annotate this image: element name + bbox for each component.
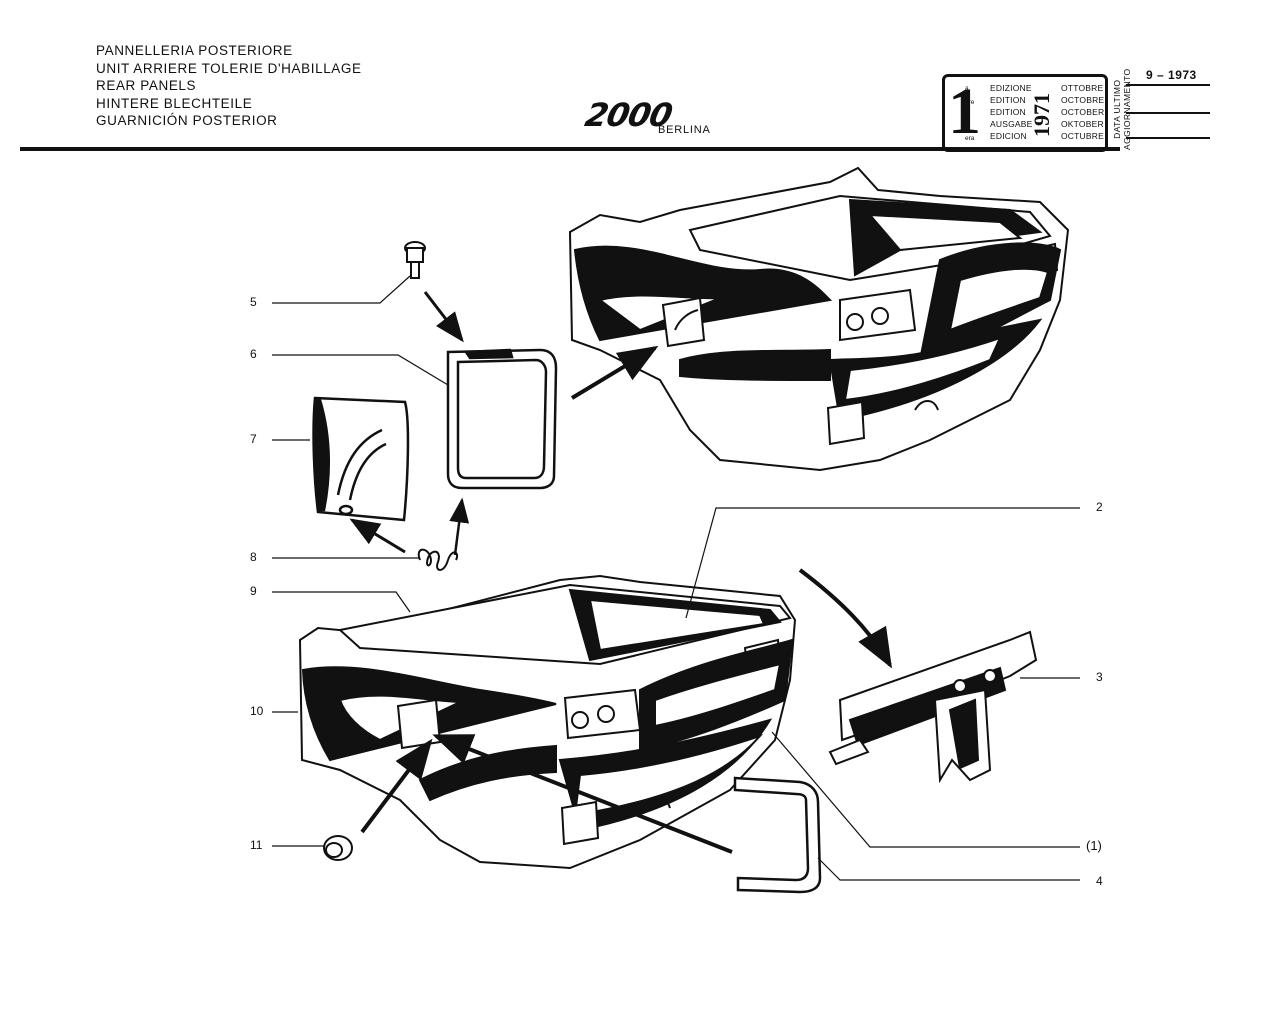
part-label-3: 3 (1096, 670, 1103, 684)
edition-word: EDITION (990, 95, 1026, 105)
upper-rear-body (568, 166, 1070, 472)
part-11-grommet (323, 835, 353, 861)
title-french: UNIT ARRIERE TOLERIE D'HABILLAGE (96, 60, 362, 76)
page-titles: PANNELLERIA POSTERIORE UNIT ARRIERE TOLE… (96, 42, 362, 130)
edition-suffix: . (965, 123, 967, 130)
title-german: HINTERE BLECHTEILE (96, 95, 253, 111)
edition-suffix: era (965, 135, 975, 142)
edition-word: AUSGABE (990, 119, 1033, 129)
part-7-lid (312, 396, 410, 522)
part-label-6: 6 (250, 347, 257, 361)
model-subtitle: BERLINA (658, 124, 711, 136)
edition-month: OCTOBER (1061, 107, 1105, 117)
update-date: 9 – 1973 (1146, 68, 1197, 82)
part-3-bracket (828, 630, 1038, 784)
part-label-2: 2 (1096, 500, 1103, 514)
edition-month: OCTUBRE (1061, 131, 1104, 141)
date-line (1126, 84, 1210, 86)
part-label-8: 8 (250, 550, 257, 564)
part-6-frame (446, 348, 558, 490)
edition-suffix: a (965, 85, 969, 92)
title-english: REAR PANELS (96, 78, 197, 93)
part-label-7: 7 (250, 432, 257, 446)
part-4-strip (733, 776, 822, 894)
edition-month: OTTOBRE (1061, 83, 1104, 93)
part-label-1: (1) (1086, 838, 1102, 853)
part-label-9: 9 (250, 584, 257, 598)
leader-lines (272, 275, 1080, 881)
edition-suffix: ere (965, 99, 975, 106)
edition-number: 1 (948, 75, 981, 148)
assembly-arrows (349, 291, 892, 854)
part-label-10: 10 (250, 704, 264, 718)
lower-rear-body (298, 574, 797, 870)
edition-box: 1 a ere st . era EDIZIONE EDITION EDITIO… (942, 74, 1108, 152)
title-spanish: GUARNICIÓN POSTERIOR (96, 113, 278, 128)
part-5-plug (404, 241, 426, 279)
part-label-11: 11 (250, 838, 263, 852)
part-8-spring (417, 548, 458, 571)
edition-word: EDICION (990, 131, 1027, 141)
edition-month: OKTOBER (1061, 119, 1104, 129)
edition-month: OCTOBRE (1061, 95, 1105, 105)
date-line (1126, 137, 1210, 139)
title-italian: PANNELLERIA POSTERIORE (96, 43, 293, 58)
part-label-4: 4 (1096, 874, 1103, 888)
edition-suffix: st (965, 111, 971, 118)
edition-word: EDITION (990, 107, 1026, 117)
date-line (1126, 112, 1210, 114)
part-label-5: 5 (250, 295, 257, 309)
header-rule (20, 147, 1120, 151)
edition-word: EDIZIONE (990, 83, 1032, 93)
